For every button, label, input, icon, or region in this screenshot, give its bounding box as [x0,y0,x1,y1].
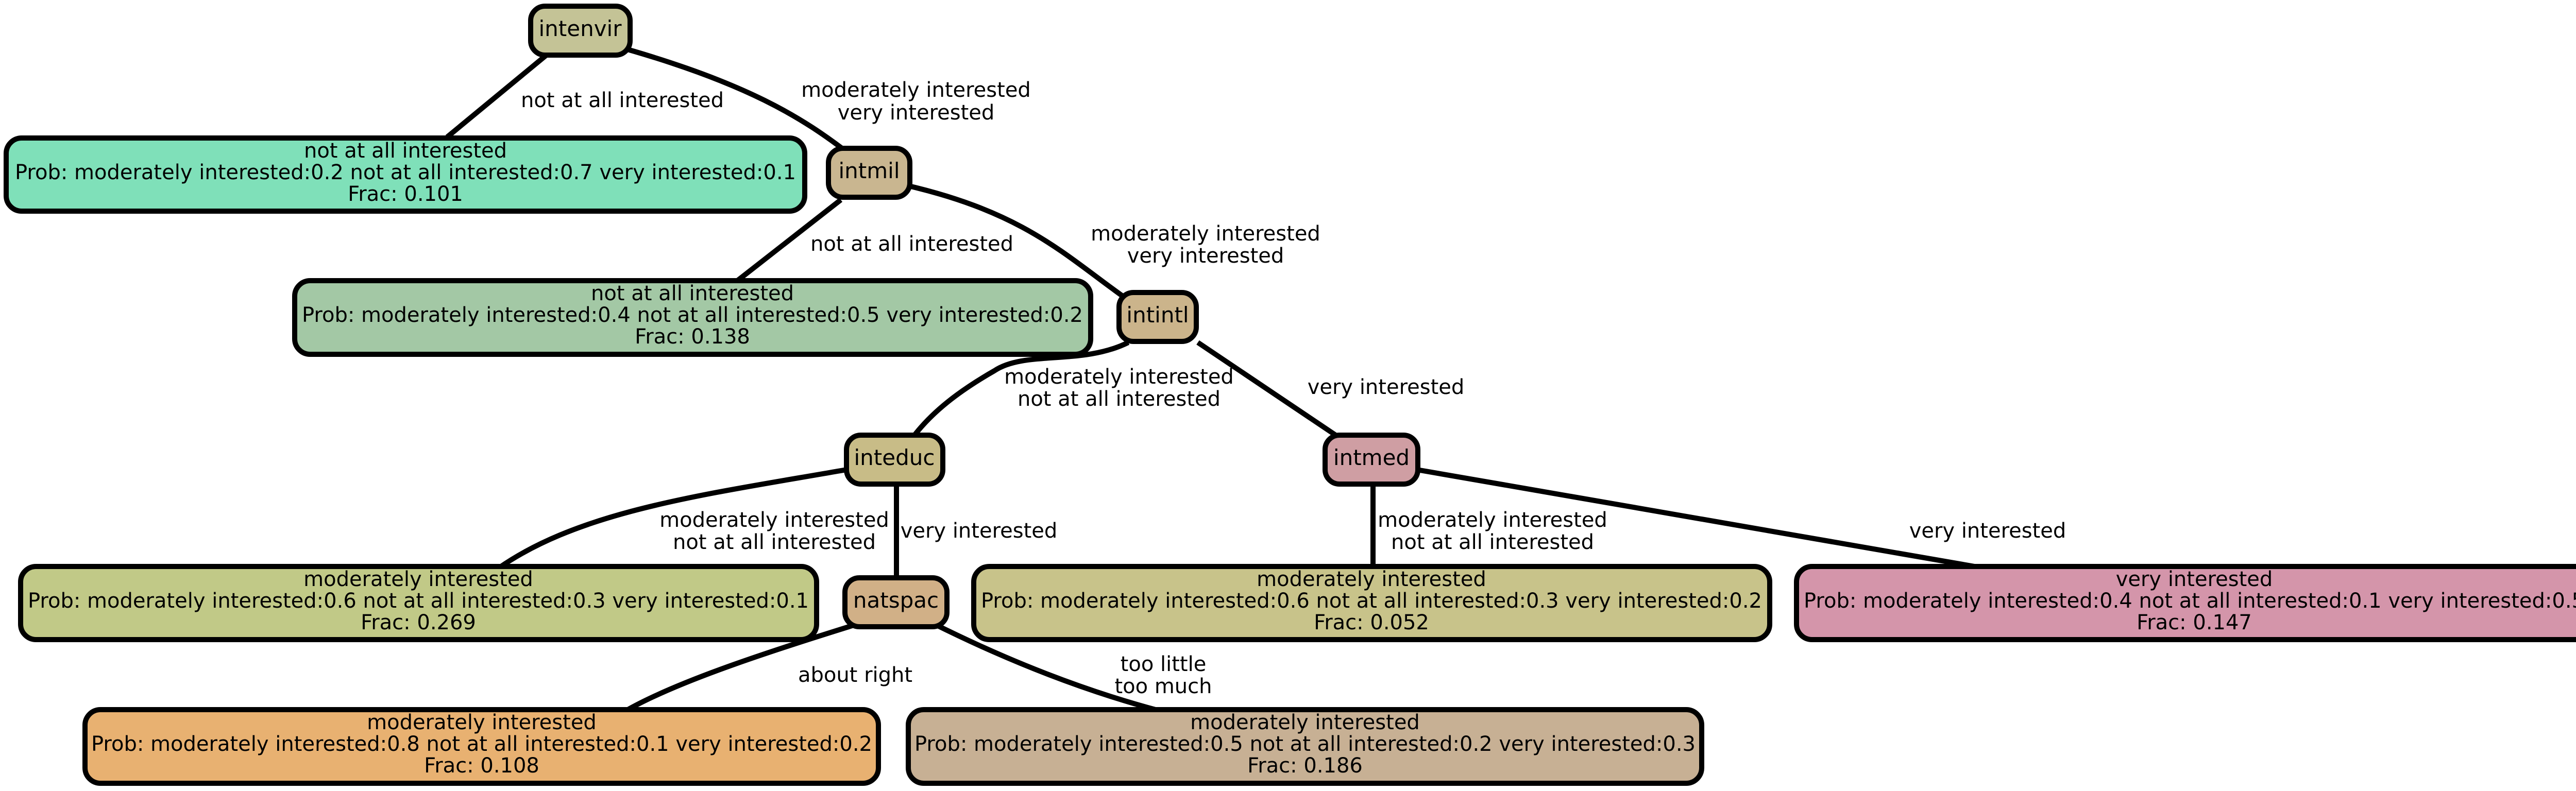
edge-labels: not at all interested moderately interes… [521,78,2066,698]
node-intmil-label: intmil [838,158,900,183]
leaf-nodes: not at all interested Prob: moderately i… [4,135,2576,786]
leaf-intmed-mod-frac: Frac: 0.052 [1314,611,1429,634]
edge-label-intintl-inteduc-2: not at all interested [1018,387,1221,411]
leaf-natspac-right-frac: Frac: 0.108 [424,754,539,778]
leaf-intmed-very-frac: Frac: 0.147 [2137,611,2252,634]
node-natspac: natspac [842,575,950,629]
leaf-inteduc-mod-prob: Prob: moderately interested:0.6 not at a… [28,589,809,613]
edge-label-intenvir-intmil-2: very interested [838,101,995,125]
internal-nodes: intenvir intmil intintl inteduc natspac … [528,4,1420,629]
leaf-intmil-not-frac: Frac: 0.138 [635,325,750,349]
leaf-inteduc-mod-box [18,564,819,642]
edge-label-intenvir-intmil-1: moderately interested [801,78,1031,102]
leaf-natspac-little: moderately interested Prob: moderately i… [906,707,1704,786]
edge-label-inteduc-mod-1: moderately interested [659,508,889,532]
node-intintl: intintl [1116,290,1199,344]
leaf-inteduc-mod-class: moderately interested [303,568,533,591]
leaf-natspac-right-box [82,707,881,786]
node-inteduc: inteduc [844,433,945,487]
edge-label-intmil-intintl-1: moderately interested [1091,222,1320,246]
node-intintl-box [1116,290,1199,344]
edge-label-natspac-little-1: too little [1121,652,1207,676]
edge-natspac-leaf-little [931,621,1160,713]
edge-intmil-intintl [910,184,1143,312]
node-intmil-box [826,146,912,200]
edge-intintl-inteduc [912,340,1130,437]
node-intmed: intmed [1323,433,1420,487]
node-intmil: intmil [826,146,912,200]
leaf-intmed-mod-box [971,564,1772,642]
edge-label-inteduc-natspac: very interested [901,519,1058,543]
edge-intintl-intmed [1196,340,1341,440]
leaf-inteduc-mod: moderately interested Prob: moderately i… [18,564,819,642]
leaf-natspac-right-class: moderately interested [367,711,597,734]
edge-inteduc-leaf-mod [497,467,847,571]
node-inteduc-box [844,433,945,487]
node-intenvir-label: intenvir [538,16,622,41]
leaf-natspac-little-frac: Frac: 0.186 [1247,754,1363,778]
node-intintl-label: intintl [1126,302,1189,328]
leaf-intmed-mod: moderately interested Prob: moderately i… [971,564,1772,642]
edge-label-intmed-mod-1: moderately interested [1378,508,1607,532]
edge-label-intmed-mod-2: not at all interested [1391,530,1594,554]
node-natspac-label: natspac [853,588,939,613]
leaf-intmed-very-class: very interested [2116,568,2273,591]
leaf-intenvir-not-frac: Frac: 0.101 [348,182,463,206]
edge-intmil-leaf-not [735,198,843,283]
leaf-natspac-little-box [906,707,1704,786]
leaf-intenvir-not: not at all interested Prob: moderately i… [4,135,807,214]
leaf-natspac-right: moderately interested Prob: moderately i… [82,707,881,786]
leaf-intmed-mod-prob: Prob: moderately interested:0.6 not at a… [981,589,1762,613]
edge-label-inteduc-mod-2: not at all interested [673,530,876,554]
leaf-intmil-not-box [292,278,1093,357]
edge-label-intmil-intintl-2: very interested [1127,244,1284,268]
edge-intenvir-leaf-not [445,52,550,139]
node-intmed-box [1323,433,1420,487]
edge-intmed-leaf-very [1416,467,1984,571]
edge-intenvir-intmil [612,43,852,157]
leaf-intmil-not-class: not at all interested [591,282,794,305]
node-intenvir: intenvir [528,4,633,58]
edge-label-natspac-right: about right [798,663,912,687]
leaf-intmed-very-prob: Prob: moderately interested:0.4 not at a… [1804,589,2576,613]
leaf-intmed-very-box [1794,564,2576,642]
leaf-intenvir-not-prob: Prob: moderately interested:0.2 not at a… [15,161,796,184]
leaf-intmed-mod-class: moderately interested [1257,568,1486,591]
leaf-natspac-right-prob: Prob: moderately interested:0.8 not at a… [91,732,872,756]
leaf-intmil-not: not at all interested Prob: moderately i… [292,278,1093,357]
node-intenvir-box [528,4,633,58]
leaf-natspac-little-class: moderately interested [1190,711,1420,734]
edge-label-intmed-very: very interested [1909,519,2066,543]
node-inteduc-label: inteduc [854,445,935,470]
node-intmed-label: intmed [1333,445,1410,470]
leaf-intmed-very: very interested Prob: moderately interes… [1794,564,2576,642]
leaf-inteduc-mod-frac: Frac: 0.269 [361,611,476,634]
edge-label-natspac-little-2: too much [1114,675,1212,698]
node-natspac-box [842,575,950,629]
edge-natspac-leaf-right [624,621,861,713]
leaf-intmil-not-prob: Prob: moderately interested:0.4 not at a… [302,303,1083,327]
leaf-intenvir-not-box [4,135,807,214]
edge-label-intintl-intmed: very interested [1308,375,1465,399]
leaf-intenvir-not-class: not at all interested [304,139,507,163]
edge-label-intintl-inteduc-1: moderately interested [1004,365,1234,389]
leaf-natspac-little-prob: Prob: moderately interested:0.5 not at a… [914,732,1696,756]
edges [445,43,1984,713]
edge-label-intmil-not: not at all interested [810,232,1013,256]
edge-label-intenvir-not: not at all interested [521,89,724,112]
